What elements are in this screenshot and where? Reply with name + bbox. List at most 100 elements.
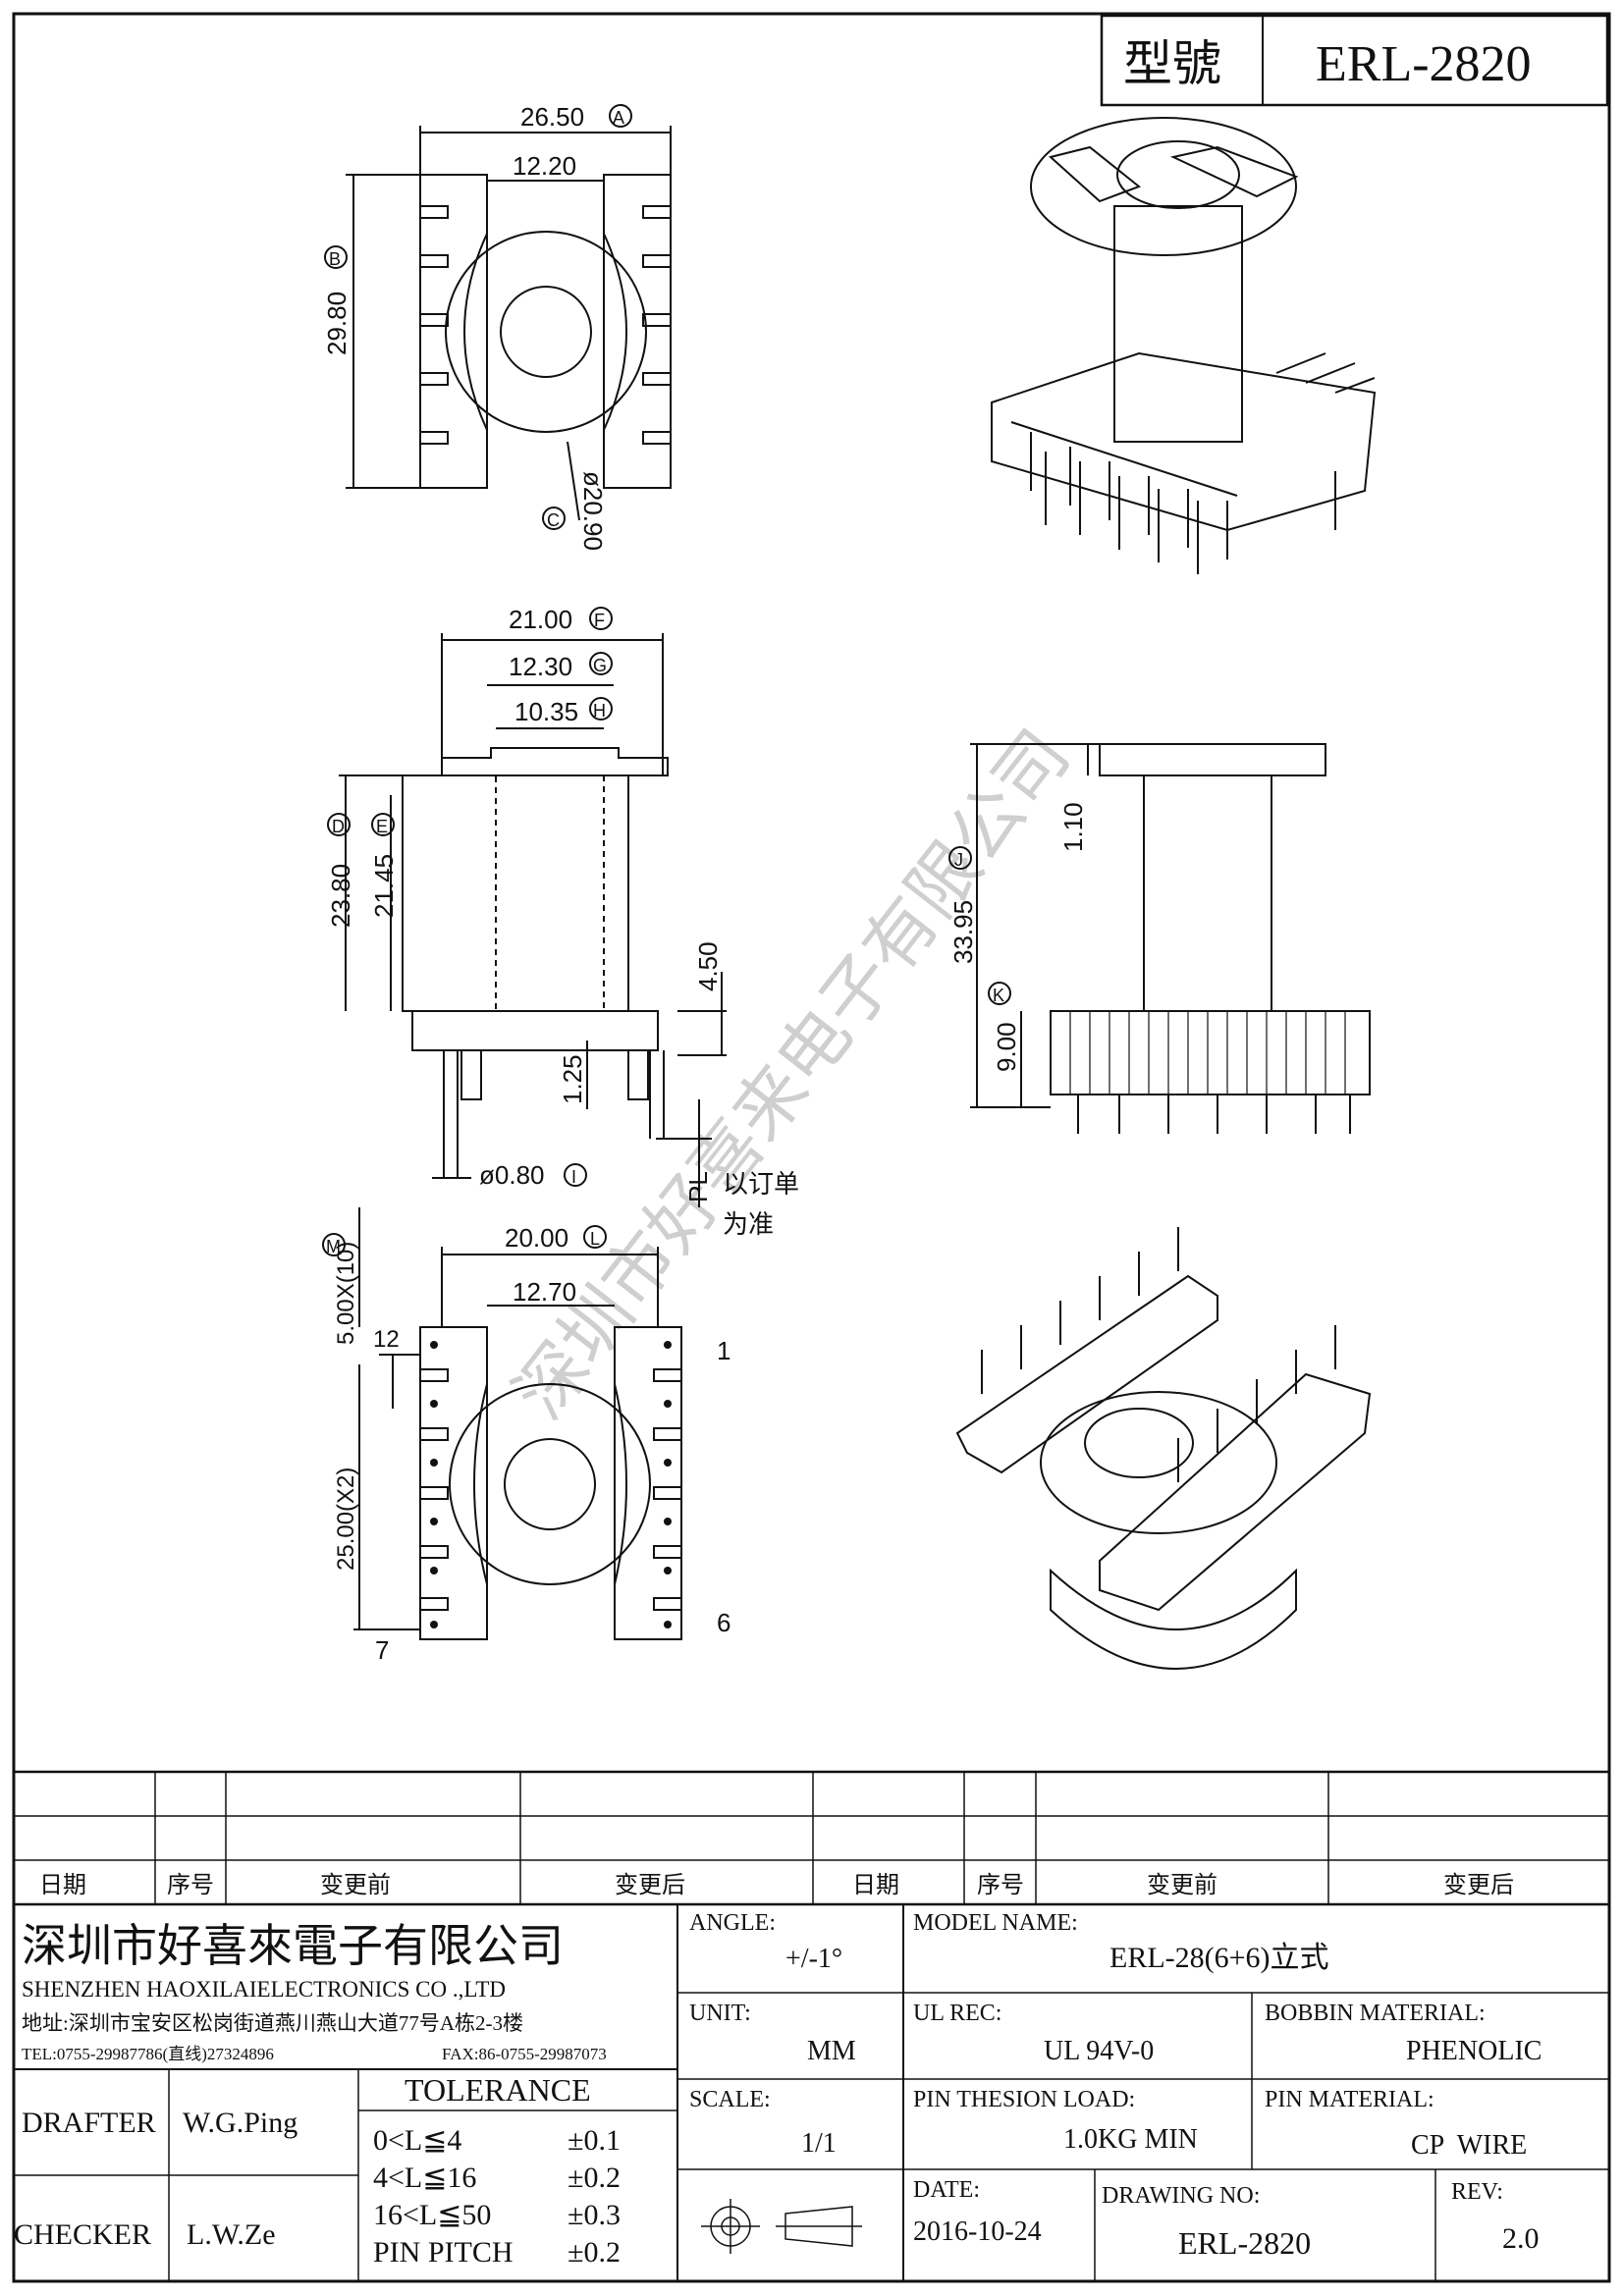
dim-c-tag: C [547,510,560,530]
tolerance-range-3: 16<L≦50 [373,2199,491,2231]
drawing-no-label: DRAWING NO: [1102,2183,1260,2209]
dim-a-tag: A [613,108,624,128]
bobbin-isometric-view-1 [991,117,1377,574]
dim-k: 9.00 [992,1022,1021,1072]
dim-j: 33.95 [948,900,978,964]
ul-rec-label: UL REC: [913,2001,1001,2026]
model-label: 型號 [1123,36,1221,91]
bobbin-material-label: BOBBIN MATERIAL: [1265,2001,1486,2026]
rev-header-before-1: 变更前 [320,1872,391,1898]
rev-header-after-2: 变更后 [1443,1872,1514,1898]
unit-value: MM [807,2036,856,2066]
bobbin-material-value: PHENOLIC [1406,2036,1542,2066]
dim-25: 25.00(X2) [333,1468,359,1571]
dim-450: 4.50 [693,941,723,991]
dim-g-tag: G [593,656,607,675]
dim-d: 23.80 [326,864,355,928]
pin-6-label: 6 [717,1608,730,1637]
dim-f-tag: F [594,611,605,630]
model-name-label: MODEL NAME: [913,1910,1078,1936]
angle-label: ANGLE: [689,1910,776,1936]
tolerance-value-1: ±0.1 [568,2124,621,2157]
rev-header-before-2: 变更前 [1147,1872,1217,1898]
company-address: 地址:深圳市宝安区松岗街道燕川燕山大道77号A栋2-3楼 [22,2011,523,2035]
dim-g: 12.30 [509,652,572,681]
tolerance-title: TOLERANCE [405,2072,591,2108]
checker-label: CHECKER [14,2218,151,2251]
dim-f: 21.00 [509,605,572,634]
drafter-label: DRAFTER [22,2107,156,2139]
dim-m-tag: M [326,1237,341,1256]
dim-125: 1.25 [558,1054,587,1104]
dim-m: 5.00X(10) [333,1242,359,1345]
dim-inner-bottom: 12.70 [513,1277,576,1307]
rev-header-seq-2: 序号 [977,1872,1024,1898]
company-tel: TEL:0755-29987786(直线)27324896 [22,2045,274,2063]
drafter-value: W.G.Ping [183,2107,298,2139]
dim-k-tag: K [993,986,1004,1005]
dim-b-tag: B [329,249,341,269]
dim-i-tag: I [571,1167,576,1187]
date-label: DATE: [913,2177,980,2203]
bottom-view: 20.00 L 12.70 5.00X(10) M 12 25.00(X2) 1… [322,1207,730,1665]
projection-symbol-icon [701,2199,862,2254]
dim-h-tag: H [593,701,606,721]
company-fax: FAX:86-0755-29987073 [442,2045,607,2063]
company-name-cn: 深圳市好喜來電子有限公司 [22,1921,564,1971]
dim-a: 26.50 [520,102,584,132]
dim-l-tag: L [590,1229,600,1249]
rev-header-date-1: 日期 [39,1872,86,1898]
dim-b: 29.80 [322,292,352,355]
dim-e: 21.45 [369,854,399,918]
dim-12: 12 [373,1326,400,1353]
unit-label: UNIT: [689,2001,751,2026]
model-name-value: ERL-28(6+6)立式 [1109,1942,1329,1974]
pin-1-label: 1 [717,1336,730,1365]
pin-7-label: 7 [375,1635,389,1665]
model-title-box: 型號 ERL-2820 [1100,14,1609,107]
dim-j-tag: J [954,850,963,870]
top-view: 26.50 A 12.20 29.80 B ø20.90 C [322,102,672,551]
pl-note-line2: 为准 [723,1209,774,1239]
company-name-en: SHENZHEN HAOXILAIELECTRONICS CO .,LTD [22,1977,506,2002]
rev-header-seq-1: 序号 [167,1872,214,1898]
dim-h: 10.35 [514,697,578,726]
checker-value: L.W.Ze [187,2218,276,2251]
dim-e-tag: E [376,817,388,836]
pl-label: PL [683,1171,713,1202]
angle-value: +/-1° [785,1944,842,1974]
revision-table: 日期 序号 变更前 变更后 日期 序号 变更前 变更后 [14,1770,1609,1906]
side-view: 21.00 F 12.30 G 10.35 H 23.80 D 21.45 E [326,605,799,1239]
pin-tension-label: PIN THESION LOAD: [913,2087,1135,2112]
scale-value: 1/1 [801,2128,837,2159]
pl-note-line1: 以订单 [723,1169,799,1199]
dim-d-tag: D [332,817,345,836]
scale-label: SCALE: [689,2087,771,2112]
tolerance-range-4: PIN PITCH [373,2236,514,2269]
dim-inner-top: 12.20 [513,151,576,181]
date-value: 2016-10-24 [913,2216,1042,2247]
rev-label: REV: [1451,2179,1503,2205]
drawing-no-value: ERL-2820 [1178,2225,1311,2261]
sheet-border [12,12,1611,2283]
rev-header-after-1: 变更后 [615,1872,685,1898]
ul-rec-value: UL 94V-0 [1044,2036,1154,2066]
tolerance-value-3: ±0.3 [568,2199,621,2231]
front-view: 33.95 J 1.10 9.00 K [948,743,1371,1134]
tolerance-value-2: ±0.2 [568,2162,621,2194]
dim-110: 1.10 [1058,802,1088,852]
pin-material-value: CP WIRE [1411,2130,1527,2161]
tolerance-value-4: ±0.2 [568,2236,621,2269]
model-value: ERL-2820 [1316,36,1532,92]
title-block: 深圳市好喜來電子有限公司 SHENZHEN HAOXILAIELECTRONIC… [14,1904,1609,2281]
rev-value: 2.0 [1502,2222,1540,2255]
dim-c: ø20.90 [578,471,608,551]
pin-tension-value: 1.0KG MIN [1063,2124,1198,2155]
tolerance-range-2: 4<L≦16 [373,2162,476,2194]
tolerance-range-1: 0<L≦4 [373,2124,461,2157]
dim-l: 20.00 [505,1223,568,1253]
bobbin-isometric-view-2 [955,1227,1372,1670]
pin-material-label: PIN MATERIAL: [1265,2087,1434,2112]
